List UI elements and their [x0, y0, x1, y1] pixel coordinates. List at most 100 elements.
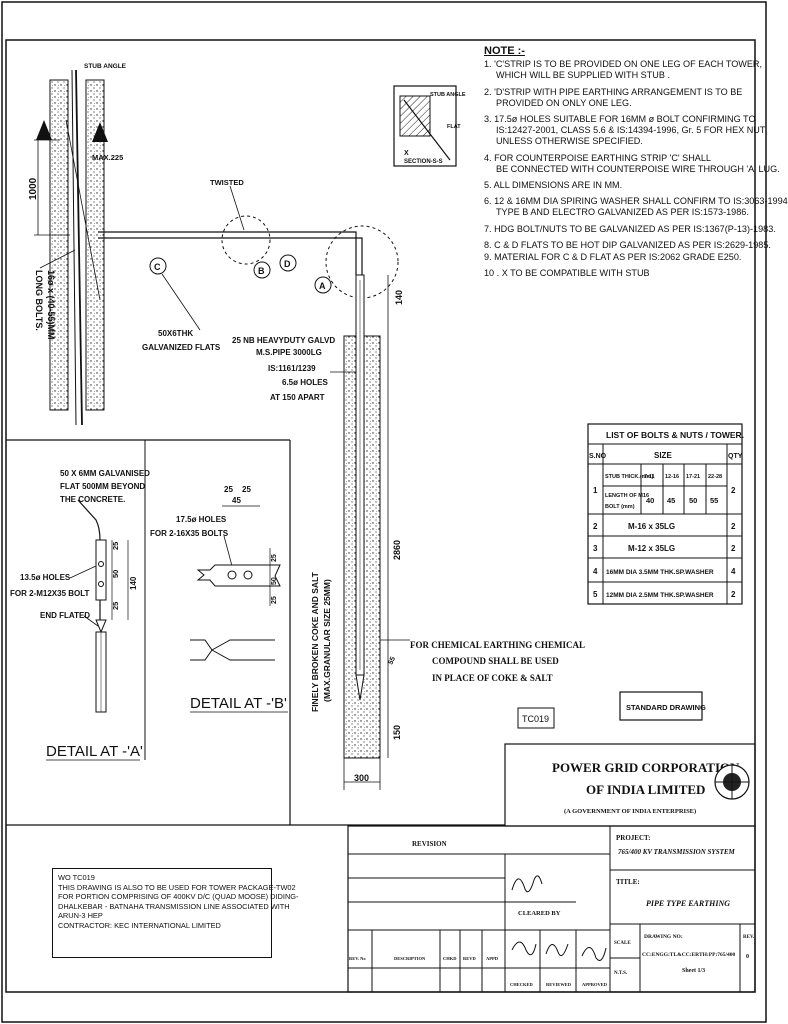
label-coke-a: FINELY BROKEN COKE AND SALT [310, 571, 320, 712]
svg-text:12MM DIA 2.5MM THK.SP.WASHER: 12MM DIA 2.5MM THK.SP.WASHER [606, 592, 714, 599]
notes-panel: NOTE :- 1. 'C'STRIP IS TO BE PROVIDED ON… [484, 45, 788, 284]
detA-holes-a: 13.5ø HOLES [20, 573, 71, 582]
svg-text:25: 25 [242, 485, 251, 494]
label-long-bolts-b: LONG BOLTS. [34, 270, 44, 331]
dim-150: 150 [392, 725, 402, 740]
svg-text:A: A [319, 281, 326, 291]
detA-flat-a: 50 X 6MM GALVANISED [60, 469, 150, 478]
detail-a: 50 X 6MM GALVANISED FLAT 500MM BEYOND TH… [10, 469, 150, 761]
dim-140: 140 [394, 290, 404, 305]
label-chem-a: FOR CHEMICAL EARTHING CHEMICAL [410, 640, 585, 650]
label-twisted: TWISTED [210, 178, 244, 187]
notes-title: NOTE :- [484, 45, 525, 57]
svg-text:22-28: 22-28 [708, 474, 722, 480]
label-section: SECTION-S-S [404, 159, 443, 165]
svg-text:C: C [154, 262, 161, 272]
callout-d [279, 254, 297, 272]
signature-checked [511, 941, 537, 956]
wo-line: CONTRACTOR: KEC INTERNATIONAL LIMITED [58, 920, 221, 930]
svg-text:45: 45 [667, 496, 675, 505]
svg-text:PROJECT:: PROJECT: [616, 834, 650, 842]
earthing-assembly: TWISTED C B D A 50X6THK GALVANIZED FLATS… [98, 178, 585, 790]
svg-text:CHKD: CHKD [443, 956, 457, 961]
note-item: 7. HDG BOLT/NUTS TO BE GALVANIZED AS PER… [484, 223, 776, 234]
label-coke-b: (MAX.GRANULAR SIZE 25MM) [322, 579, 332, 702]
label-max225: MAX.225 [92, 153, 123, 162]
svg-text:REV. No: REV. No [349, 956, 366, 961]
svg-text:DRAWING NO:: DRAWING NO: [644, 934, 683, 940]
svg-text:17-21: 17-21 [686, 474, 700, 480]
wo-line: WO TC019 [58, 873, 95, 882]
svg-text:140: 140 [129, 576, 138, 590]
callout-c [149, 257, 167, 275]
org-name-b: OF INDIA LIMITED [586, 782, 705, 797]
svg-text:SIZE: SIZE [654, 451, 672, 460]
outer-border [1, 1, 767, 1023]
work-order-box: WO TC019 THIS DRAWING IS ALSO TO BE USED… [52, 868, 299, 958]
note-item: 6. 12 & 16MM DIA SPIRING WASHER SHALL CO… [484, 196, 788, 218]
label-pipe-b: M.S.PIPE 3000LG [256, 348, 322, 357]
svg-text:50: 50 [689, 496, 697, 505]
label-pipe-e: AT 150 APART [270, 393, 325, 402]
note-item: 4. FOR COUNTERPOISE EARTHING STRIP 'C' S… [484, 152, 780, 174]
label-chem-b: COMPOUND SHALL BE USED [432, 656, 559, 666]
svg-text:7-11: 7-11 [644, 474, 655, 480]
label-chem-c: IN PLACE OF COKE & SALT [432, 673, 553, 683]
detail-circle-b [221, 215, 271, 265]
drawing-sheet: 1000 STUB ANGLE MAX.225 16ø x (40-55)MM … [1, 1, 767, 1023]
svg-text:APPD: APPD [486, 956, 499, 961]
svg-text:STUB THICK.(mm): STUB THICK.(mm) [605, 474, 653, 480]
detA-flat-b: FLAT 500MM BEYOND [60, 482, 145, 491]
detail-b: 25 25 45 17.5ø HOLES FOR 2-16X35 BOLTS 2… [150, 485, 288, 713]
svg-text:N.T.S.: N.T.S. [614, 971, 628, 976]
svg-text:16MM DIA 3.5MM THK.SP.WASHER: 16MM DIA 3.5MM THK.SP.WASHER [606, 569, 714, 576]
svg-text:3: 3 [593, 544, 598, 553]
callout-b [253, 261, 271, 279]
signature-reviewed [545, 943, 569, 957]
label-flat: FLAT [447, 124, 461, 130]
svg-text:M-12 x 35LG: M-12 x 35LG [628, 544, 675, 553]
svg-text:TITLE:: TITLE: [616, 878, 640, 886]
dim-2860: 2860 [392, 540, 402, 560]
svg-text:2: 2 [593, 522, 598, 531]
dim-55: 55 [387, 656, 397, 666]
wo-line: DHALKEBAR - BATNAHA TRANSMISSION LINE AS… [58, 901, 290, 911]
bolt-table: LIST OF BOLTS & NUTS / TOWER. S.NO SIZE … [587, 423, 744, 605]
note-item: 10 . X TO BE COMPATIBLE WITH STUB [484, 268, 650, 279]
dim-300: 300 [354, 773, 369, 783]
svg-text:2: 2 [731, 486, 736, 495]
svg-text:LENGTH OF M16: LENGTH OF M16 [605, 493, 649, 499]
note-item: 1. 'C'STRIP IS TO BE PROVIDED ON ONE LEG… [484, 59, 763, 81]
svg-text:45: 45 [232, 496, 241, 505]
svg-text:REV.: REV. [743, 935, 755, 940]
wo-line: THIS DRAWING IS ALSO TO BE USED FOR TOWE… [58, 882, 296, 892]
concrete-left [49, 79, 69, 411]
project-name: 765/400 KV TRANSMISSION SYSTEM [618, 848, 736, 856]
svg-text:DESCRIPTION: DESCRIPTION [394, 956, 426, 961]
org-name-c: (A GOVERNMENT OF INDIA ENTERPRISE) [564, 808, 696, 815]
svg-text:4: 4 [593, 567, 598, 576]
note-item: 5. ALL DIMENSIONS ARE IN MM. [484, 180, 623, 191]
label-flats-b: GALVANIZED FLATS [142, 343, 221, 352]
wo-line: ARUN-3 HEP [58, 911, 103, 921]
svg-text:2: 2 [731, 522, 736, 531]
svg-text:REVD: REVD [463, 956, 477, 961]
svg-text:25: 25 [271, 554, 278, 562]
detA-holes-b: FOR 2-M12X35 BOLT [10, 589, 90, 598]
svg-text:1: 1 [593, 486, 598, 495]
note-item: 8. C & D FLATS TO BE HOT DIP GALVANIZED … [484, 239, 771, 250]
note-item: 2. 'D'STRIP WITH PIPE EARTHING ARRANGEME… [484, 86, 743, 108]
detA-title: DETAIL AT -'A' [46, 743, 143, 760]
svg-text:REVIEWED: REVIEWED [546, 982, 572, 987]
label-pipe-c: IS:1161/1239 [268, 364, 316, 373]
svg-text:0: 0 [746, 954, 749, 960]
drawing-number: CC:ENGG:TL&CC:ERTH:PP:765/400 [642, 952, 736, 958]
detA-flat-c: THE CONCRETE. [60, 495, 125, 504]
label-stub-angle: STUB ANGLE [84, 63, 127, 70]
svg-text:2: 2 [731, 544, 736, 553]
label-stub-angle-small: STUB ANGLE [430, 92, 466, 98]
callout-a [314, 276, 332, 294]
svg-text:25: 25 [111, 542, 120, 550]
svg-text:B: B [258, 266, 265, 276]
svg-text:2: 2 [731, 590, 736, 599]
